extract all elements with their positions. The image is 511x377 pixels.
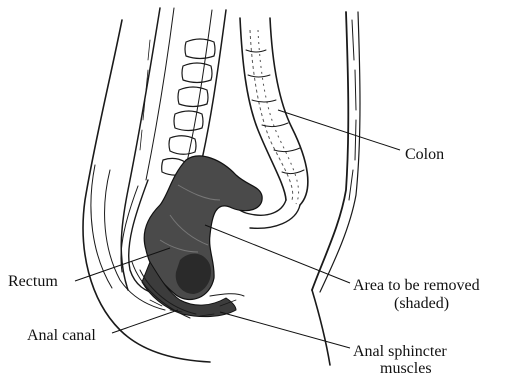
label-anal-canal: Anal canal [27, 327, 96, 344]
leader-lines [75, 110, 400, 348]
sphincter-leader-line [220, 312, 350, 348]
anal-canal-leader-line [112, 310, 178, 333]
label-sphincter-line2: muscles [380, 360, 432, 377]
shaded-removal-area [144, 156, 262, 300]
area-leader-line [205, 225, 350, 283]
label-sphincter-line1: Anal sphincter [353, 343, 447, 360]
abdominal-wall [312, 12, 360, 365]
label-rectum: Rectum [8, 273, 58, 290]
label-area-line2: (shaded) [394, 295, 449, 312]
label-area-line1: Area to be removed [353, 277, 480, 294]
colon-leader-line [278, 110, 400, 150]
label-colon: Colon [405, 146, 444, 163]
